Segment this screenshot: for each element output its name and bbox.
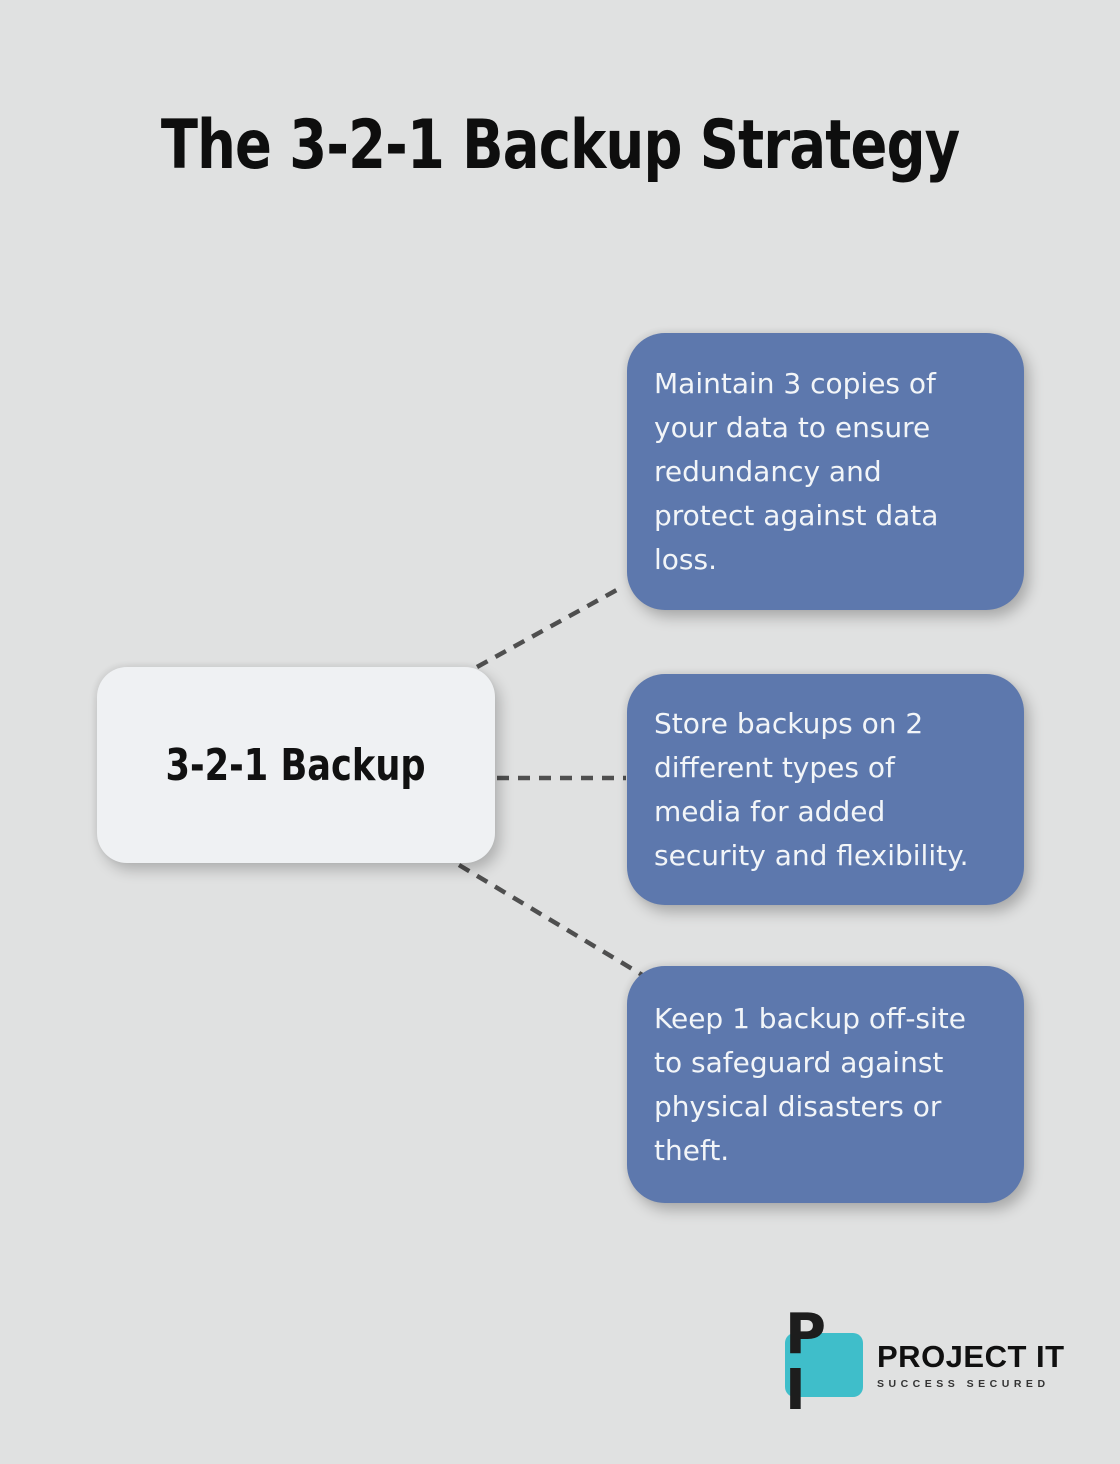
branch-text-line: security and flexibility. (654, 838, 969, 872)
branch-text-line: to safeguard against (654, 1045, 944, 1079)
center-node: 3-2-1 Backup (97, 667, 495, 863)
branch-text-line: Maintain 3 copies of (654, 366, 936, 400)
page-title: The 3-2-1 Backup Strategy (0, 106, 1120, 185)
connector-top-branch (475, 584, 626, 669)
page-title-text: The 3-2-1 Backup Strategy (160, 106, 960, 185)
logo-monogram-text: P I (785, 1302, 826, 1423)
connector-bottom-branch (457, 863, 646, 978)
branch-text-line: protect against data (654, 498, 939, 532)
branch-text-line: your data to ensure (654, 410, 931, 444)
branch-box-1-offsite: Keep 1 backup off-site to safeguard agai… (627, 966, 1024, 1203)
branch-text-line: theft. (654, 1133, 730, 1167)
branch-text-line: loss. (654, 542, 717, 576)
branch-text-line: different types of (654, 750, 895, 784)
branch-box-2-media: Store backups on 2 different types of me… (627, 674, 1024, 905)
branch-text-line: media for added (654, 794, 886, 828)
branch-text-line: redundancy and (654, 454, 882, 488)
logo-tagline: SUCCESS SECURED (877, 1378, 1050, 1391)
branch-text-line: Store backups on 2 (654, 706, 924, 740)
logo-text-block: PROJECT IT SUCCESS SECURED (877, 1338, 1065, 1391)
brand-logo: P I PROJECT IT SUCCESS SECURED (785, 1307, 1065, 1419)
logo-company-name: PROJECT IT (877, 1338, 1065, 1374)
branch-text-line: Keep 1 backup off-site (654, 1001, 967, 1035)
center-node-label: 3-2-1 Backup (165, 739, 427, 791)
branch-text-line: physical disasters or (654, 1089, 942, 1123)
logo-monogram-badge: P I (785, 1307, 863, 1419)
branch-box-3-copies: Maintain 3 copies of your data to ensure… (627, 333, 1024, 610)
